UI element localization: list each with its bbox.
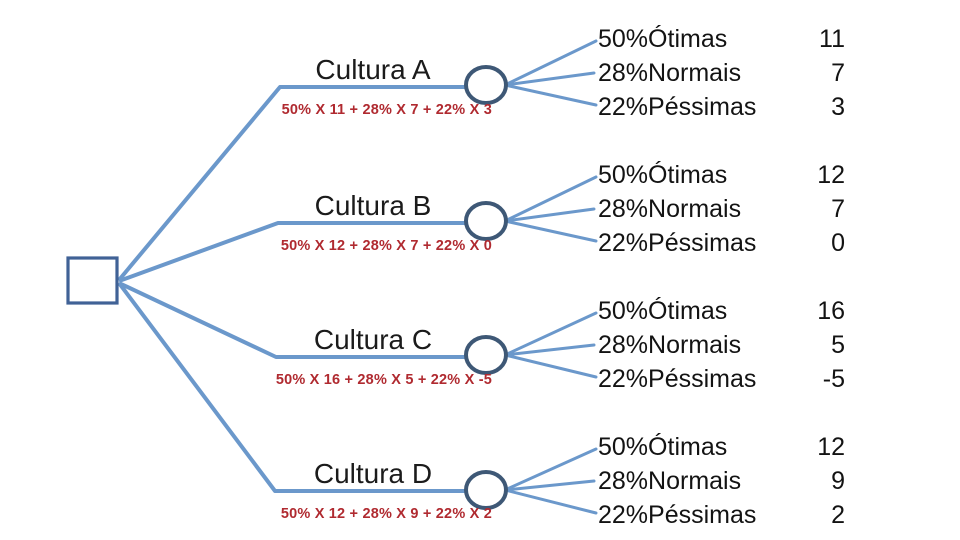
outcome-name: Normais <box>648 59 742 87</box>
outcome-row: 50%Ótimas 12 <box>598 430 845 464</box>
outcome-value: 5 <box>831 331 845 359</box>
fan-line-d1 <box>503 447 598 492</box>
outcome-probability: 22% <box>598 229 649 257</box>
outcome-row: 22%Péssimas 0 <box>598 226 845 260</box>
outcome-row: 22%Péssimas -5 <box>598 362 845 396</box>
fan-line-b3 <box>503 219 598 243</box>
outcome-name: Ótimas <box>648 25 728 53</box>
outcome-probability: 28% <box>598 467 649 495</box>
fan-line-a2 <box>503 71 596 87</box>
outcome-name: Péssimas <box>648 93 757 121</box>
chance-node-circle-d <box>464 470 508 510</box>
branch-label-cultura-a: Cultura A <box>315 54 431 85</box>
fan-line-d2 <box>503 479 596 492</box>
outcome-row: 28%Normais 9 <box>598 464 845 498</box>
branch-line-cultura-c <box>118 281 466 359</box>
outcome-value: 2 <box>831 501 845 529</box>
branch-line-cultura-a <box>117 85 466 282</box>
outcome-probability: 50% <box>598 433 649 461</box>
outcome-row: 22%Péssimas 3 <box>598 90 845 124</box>
outcome-value: 16 <box>817 297 845 325</box>
outcome-value: 11 <box>819 25 845 53</box>
expected-value-formula-d: 50% X 12 + 28% X 9 + 22% X 2 <box>280 506 492 522</box>
outcome-probability: 22% <box>598 365 649 393</box>
outcome-probability: 28% <box>598 331 649 359</box>
outcome-row: 50%Ótimas 16 <box>598 294 845 328</box>
outcome-probability: 50% <box>598 161 649 189</box>
fan-line-c2 <box>503 343 596 357</box>
branch-line-cultura-d <box>117 281 466 493</box>
decision-node-square <box>66 256 119 305</box>
fan-line-b2 <box>503 207 596 223</box>
chance-node-circle-c <box>464 335 508 375</box>
outcome-probability: 50% <box>598 297 649 325</box>
outcome-probability: 28% <box>598 195 649 223</box>
expected-value-formula-a: 50% X 11 + 28% X 7 + 22% X 3 <box>281 102 492 118</box>
branch-label-cultura-c: Cultura C <box>313 324 433 355</box>
outcome-fan-lines <box>503 39 598 515</box>
outcome-value: -5 <box>822 365 845 393</box>
fan-line-c1 <box>503 311 598 357</box>
outcome-value: 12 <box>817 161 845 189</box>
fan-line-c3 <box>503 353 598 379</box>
fan-line-b1 <box>503 175 598 223</box>
outcomes-block-b: 50%Ótimas 12 28%Normais 7 22%Péssimas 0 <box>598 158 845 260</box>
branch-label-cultura-d: Cultura D <box>313 458 433 489</box>
outcomes-block-a: 50%Ótimas 11 28%Normais 7 22%Péssimas 3 <box>598 22 845 124</box>
fan-line-d3 <box>503 488 598 515</box>
outcome-value: 7 <box>831 59 845 87</box>
chance-node-circle-a <box>464 65 508 105</box>
outcomes-block-c: 50%Ótimas 16 28%Normais 5 22%Péssimas -5 <box>598 294 845 396</box>
chance-node-circle-b <box>464 201 508 241</box>
outcome-value: 3 <box>831 93 845 121</box>
outcome-row: 50%Ótimas 11 <box>598 22 845 56</box>
outcome-probability: 22% <box>598 93 649 121</box>
outcome-probability: 50% <box>598 25 649 53</box>
expected-value-formula-c: 50% X 16 + 28% X 5 + 22% X -5 <box>275 372 492 388</box>
outcomes-block-d: 50%Ótimas 12 28%Normais 9 22%Péssimas 2 <box>598 430 845 532</box>
outcome-name: Ótimas <box>648 297 728 325</box>
outcome-name: Normais <box>648 467 742 495</box>
outcome-name: Normais <box>648 331 742 359</box>
outcome-row: 22%Péssimas 2 <box>598 498 845 532</box>
fan-line-a1 <box>503 39 598 87</box>
outcome-row: 28%Normais 7 <box>598 56 845 90</box>
branch-label-cultura-b: Cultura B <box>314 190 432 221</box>
outcome-value: 0 <box>831 229 845 257</box>
outcome-value: 9 <box>831 467 845 495</box>
expected-value-formula-b: 50% X 12 + 28% X 7 + 22% X 0 <box>280 238 492 254</box>
outcome-name: Ótimas <box>648 161 728 189</box>
outcome-row: 28%Normais 7 <box>598 192 845 226</box>
outcome-row: 50%Ótimas 12 <box>598 158 845 192</box>
fan-line-a3 <box>503 83 598 107</box>
outcome-name: Péssimas <box>648 365 757 393</box>
outcome-name: Normais <box>648 195 742 223</box>
branch-line-cultura-b <box>118 221 466 283</box>
outcome-value: 12 <box>817 433 845 461</box>
outcome-name: Ótimas <box>648 433 728 461</box>
outcome-name: Péssimas <box>648 501 757 529</box>
outcome-probability: 28% <box>598 59 649 87</box>
outcome-row: 28%Normais 5 <box>598 328 845 362</box>
outcome-name: Péssimas <box>648 229 757 257</box>
outcome-probability: 22% <box>598 501 649 529</box>
outcome-value: 7 <box>831 195 845 223</box>
